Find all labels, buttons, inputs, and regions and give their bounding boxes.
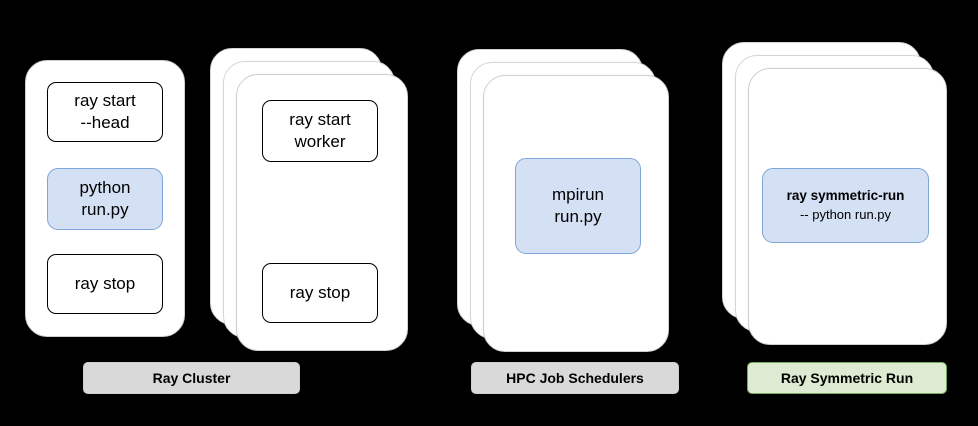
command-line-1: python bbox=[79, 178, 131, 198]
command-line-1: ray stop bbox=[289, 283, 351, 303]
command-line-2: worker bbox=[294, 132, 346, 151]
command-line-2: run.py bbox=[81, 200, 129, 219]
command-ray-start-head[interactable]: ray start --head bbox=[47, 82, 163, 142]
command-line-1: ray start bbox=[74, 91, 136, 111]
command-line-2: --head bbox=[80, 113, 130, 132]
group-label-text: Ray Symmetric Run bbox=[780, 370, 914, 386]
command-line-1: ray start bbox=[289, 110, 351, 130]
command-ray-start-worker[interactable]: ray start worker bbox=[262, 100, 378, 162]
command-line-1: mpirun bbox=[552, 185, 604, 205]
group-label-hpc-job-schedulers[interactable]: HPC Job Schedulers bbox=[471, 362, 679, 394]
command-python-run-py[interactable]: python run.py bbox=[47, 168, 163, 230]
group-label-ray-cluster[interactable]: Ray Cluster bbox=[83, 362, 300, 394]
command-line-1: ray stop bbox=[74, 274, 136, 294]
command-ray-stop-worker[interactable]: ray stop bbox=[262, 263, 378, 323]
command-ray-stop-head[interactable]: ray stop bbox=[47, 254, 163, 314]
command-ray-symmetric-run[interactable]: ray symmetric-run -- python run.py bbox=[762, 168, 929, 243]
command-line-2: -- python run.py bbox=[799, 206, 892, 222]
command-line-1: ray symmetric-run bbox=[786, 188, 905, 204]
group-label-text: Ray Cluster bbox=[152, 370, 231, 386]
group-label-ray-symmetric-run[interactable]: Ray Symmetric Run bbox=[747, 362, 947, 394]
command-line-2: run.py bbox=[554, 207, 602, 226]
command-mpirun-run-py[interactable]: mpirun run.py bbox=[515, 158, 641, 254]
group-label-text: HPC Job Schedulers bbox=[506, 370, 644, 386]
